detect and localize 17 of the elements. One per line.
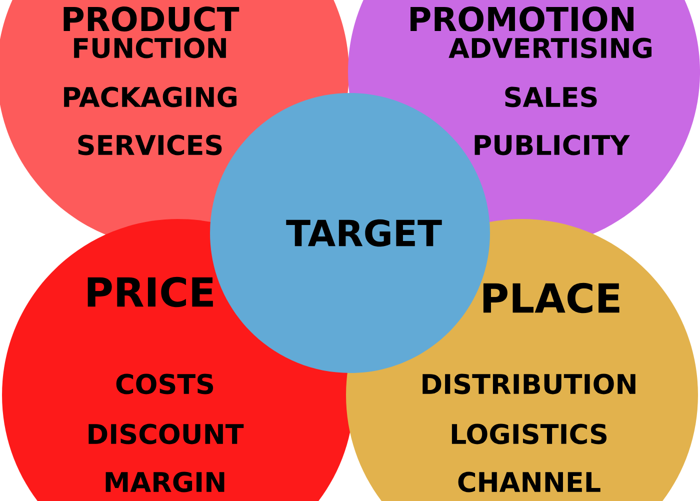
circle-title: PLACE <box>483 282 620 314</box>
circle-title: PRICE <box>88 276 213 308</box>
list-item: SERVICES <box>78 134 222 156</box>
list-item: LOGISTICS <box>452 424 607 444</box>
circle-title: PRODUCT <box>64 6 240 32</box>
list-item: COSTS <box>116 374 214 394</box>
circle-title: PROMOTION <box>410 6 634 32</box>
circle-title: TARGET <box>286 219 442 247</box>
list-item: FUNCTION <box>74 38 226 58</box>
list-item: MARGIN <box>106 472 224 492</box>
list-item: DISTRIBUTION <box>422 374 636 394</box>
list-item: ADVERTISING <box>448 38 652 58</box>
list-item: PUBLICITY <box>474 134 630 156</box>
list-item: DISCOUNT <box>88 424 244 444</box>
list-item: CHANNEL <box>458 472 600 492</box>
list-item: PACKAGING <box>64 86 236 108</box>
list-item: SALES <box>505 86 597 108</box>
